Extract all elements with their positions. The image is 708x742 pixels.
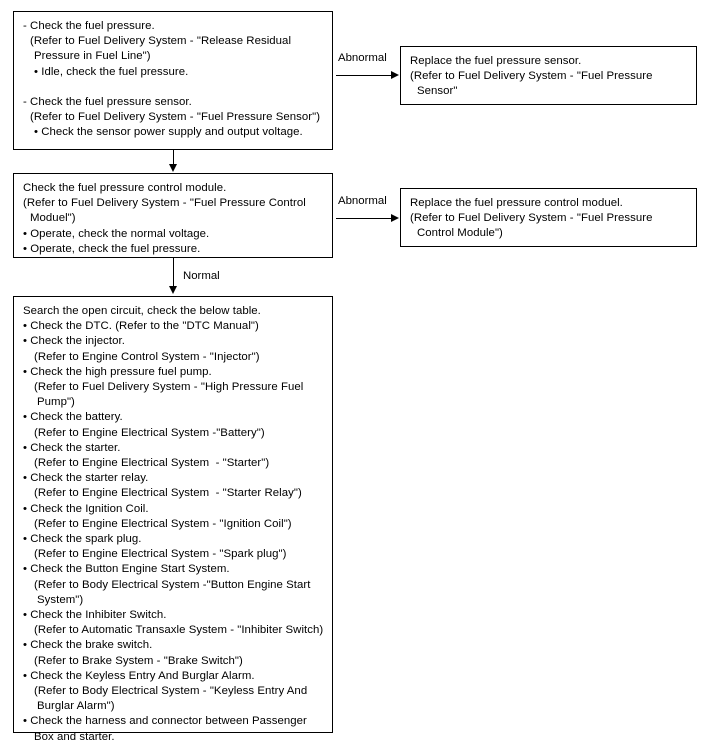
text-line: (Refer to Engine Electrical System - "St… bbox=[34, 457, 270, 470]
text-line: (Refer to Engine Electrical System - "Sp… bbox=[34, 548, 287, 561]
text-line: • Check the harness and connector betwee… bbox=[23, 715, 307, 728]
search-open-circuit-content: Search the open circuit, check the below… bbox=[14, 297, 332, 742]
text-line: (Refer to Engine Electrical System - "Ig… bbox=[34, 517, 292, 530]
check-fuel-pressure-content: - Check the fuel pressure. (Refer to Fuel… bbox=[14, 12, 332, 147]
check-fuel-pressure-control-module-content: Check the fuel pressure control module. (… bbox=[14, 174, 332, 263]
replace-fuel-pressure-sensor-box: Replace the fuel pressure sensor. (Refer … bbox=[400, 46, 697, 105]
check-fuel-pressure-box: - Check the fuel pressure. (Refer to Fuel… bbox=[13, 11, 333, 150]
text-line bbox=[23, 80, 323, 95]
connector-abnormal-2-arrowhead bbox=[391, 214, 399, 222]
text-line: • Check the battery. bbox=[23, 411, 123, 424]
text-line: Check the fuel pressure control module. bbox=[23, 182, 227, 194]
text-line: Moduel") bbox=[30, 212, 76, 225]
text-line: • Check the spark plug. bbox=[23, 533, 142, 546]
connector-abnormal-2-line bbox=[336, 218, 392, 219]
connector-abnormal-2-label: Abnormal bbox=[338, 195, 387, 207]
connector-normal-arrowhead bbox=[169, 286, 177, 294]
text-line: • Check the brake switch. bbox=[23, 639, 153, 652]
text-line: • Check the Button Engine Start System. bbox=[23, 563, 230, 576]
text-line: (Refer to Body Electrical System -"Butto… bbox=[34, 578, 311, 591]
text-line: (Refer to Fuel Delivery System - "Releas… bbox=[30, 35, 292, 48]
text-line: (Refer to Fuel Delivery System - "Fuel P… bbox=[30, 111, 321, 124]
text-line: Pump") bbox=[37, 396, 75, 409]
replace-fuel-pressure-control-module-box: Replace the fuel pressure control moduel… bbox=[400, 188, 697, 247]
text-line: (Refer to Body Electrical System - "Keyl… bbox=[34, 685, 308, 698]
text-line: - Check the fuel pressure sensor. bbox=[23, 96, 192, 108]
text-line: • Idle, check the fuel pressure. bbox=[34, 65, 189, 78]
text-line: (Refer to Engine Electrical System - "St… bbox=[34, 487, 302, 500]
text-line: • Check the starter. bbox=[23, 441, 121, 454]
connector-abnormal-1-label: Abnormal bbox=[338, 52, 387, 64]
text-line: (Refer to Fuel Delivery System - "Fuel P… bbox=[410, 212, 653, 225]
text-line: Sensor" bbox=[417, 85, 458, 98]
text-line: (Refer to Brake System - "Brake Switch") bbox=[34, 654, 243, 667]
text-line: • Check the Keyless Entry And Burglar Al… bbox=[23, 669, 255, 682]
text-line: • Check the DTC. (Refer to the "DTC Manu… bbox=[23, 320, 259, 333]
text-line: Control Module") bbox=[417, 227, 503, 240]
replace-fuel-pressure-sensor-content: Replace the fuel pressure sensor. (Refer … bbox=[401, 47, 696, 106]
connector-abnormal-1-line bbox=[336, 75, 392, 76]
text-line: • Check the sensor power supply and outp… bbox=[34, 126, 303, 139]
search-open-circuit-box: Search the open circuit, check the below… bbox=[13, 296, 333, 742]
connector-abnormal-1-arrowhead bbox=[391, 71, 399, 79]
text-line: Replace the fuel pressure control moduel… bbox=[410, 197, 623, 209]
text-line: Burglar Alarm") bbox=[37, 700, 115, 713]
text-line: (Refer to Automatic Transaxle System - "… bbox=[34, 624, 324, 637]
text-line: • Check the Inhibiter Switch. bbox=[23, 609, 167, 622]
text-line: (Refer to Engine Electrical System -"Bat… bbox=[34, 426, 265, 439]
text-line: • Check the injector. bbox=[23, 335, 125, 348]
text-line: Search the open circuit, check the below… bbox=[23, 305, 261, 317]
connector-normal-line bbox=[173, 258, 174, 288]
replace-fuel-pressure-control-module-content: Replace the fuel pressure control moduel… bbox=[401, 189, 696, 248]
connector-normal-label: Normal bbox=[183, 270, 220, 282]
text-line: System") bbox=[37, 593, 84, 606]
text-line: - Check the fuel pressure. bbox=[23, 20, 155, 32]
text-line: Pressure in Fuel Line") bbox=[34, 50, 151, 63]
text-line: (Refer to Fuel Delivery System - "High P… bbox=[34, 381, 304, 394]
text-line: • Operate, check the fuel pressure. bbox=[23, 242, 201, 255]
text-line: Box and starter. bbox=[34, 730, 115, 742]
text-line: (Refer to Engine Control System - "Injec… bbox=[34, 350, 260, 363]
text-line: (Refer to Fuel Delivery System - "Fuel P… bbox=[410, 70, 653, 83]
text-line: • Operate, check the normal voltage. bbox=[23, 227, 210, 240]
text-line: • Check the Ignition Coil. bbox=[23, 502, 149, 515]
text-line: Replace the fuel pressure sensor. bbox=[410, 55, 582, 67]
text-line: • Check the starter relay. bbox=[23, 472, 149, 485]
text-line: • Check the high pressure fuel pump. bbox=[23, 365, 212, 378]
connector-down-1-arrowhead bbox=[169, 164, 177, 172]
text-line: (Refer to Fuel Delivery System - "Fuel P… bbox=[23, 197, 306, 210]
connector-down-1-line bbox=[173, 150, 174, 166]
check-fuel-pressure-control-module-box: Check the fuel pressure control module. (… bbox=[13, 173, 333, 258]
